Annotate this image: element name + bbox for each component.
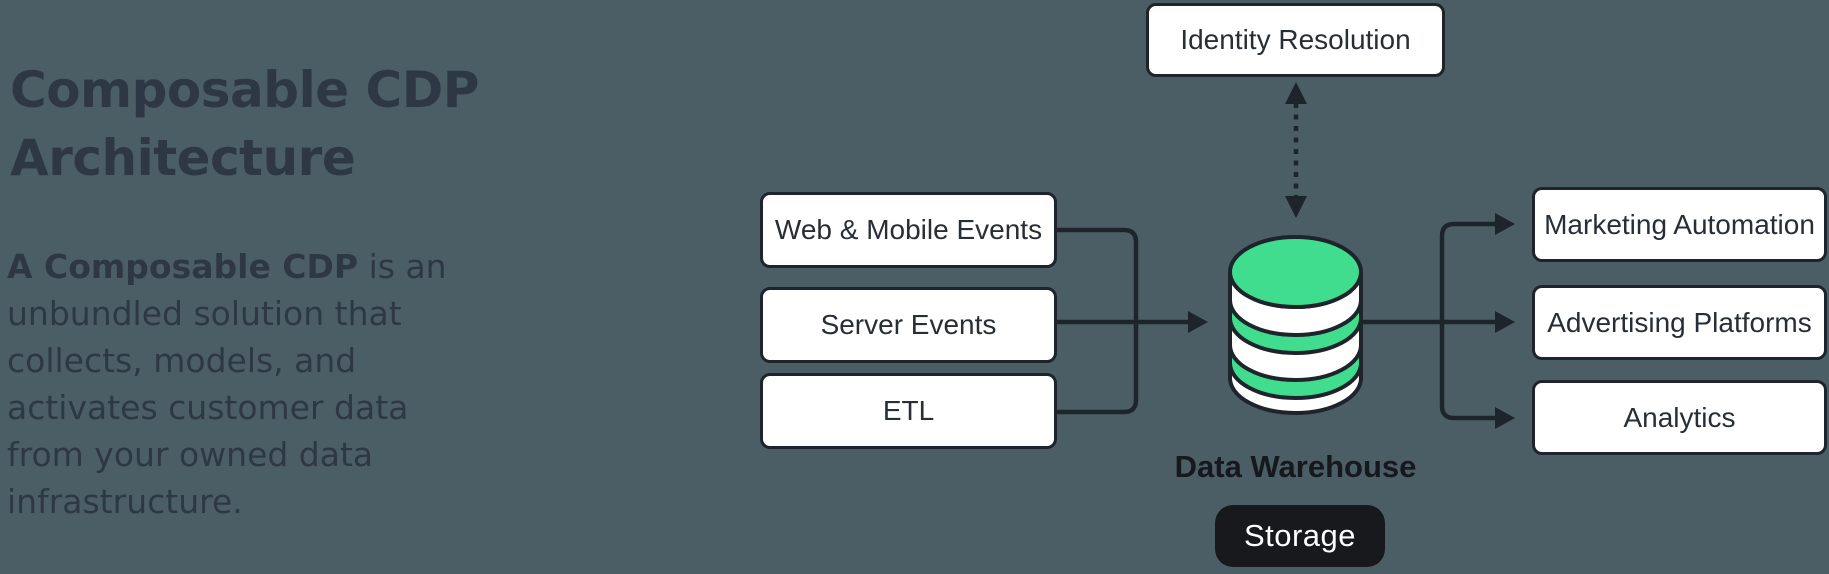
data-warehouse-label: Data Warehouse [1174,449,1417,484]
storage-badge: Storage [1215,505,1385,567]
page-title: Composable CDP Architecture [10,56,479,192]
identity-resolution-label: Identity Resolution [1180,24,1411,55]
intro-lead-bold: A Composable CDP [7,247,359,286]
warehouse-input-arrowhead [1188,311,1208,333]
marketing-arrowhead [1495,213,1515,235]
source-node-web-mobile-events: Web & Mobile Events [760,192,1057,268]
source-node-server-events: Server Events [760,287,1057,363]
destination-label: Analytics [1623,401,1736,433]
up-branch-wire [1439,221,1497,322]
intro-line: from your owned data [7,435,374,474]
identity-warehouse-connector [1285,82,1307,218]
intro-line-lead: A Composable CDP is an [7,243,447,290]
source-node-etl: ETL [760,373,1057,449]
down-arrowhead [1285,196,1307,218]
intro-paragraph: A Composable CDP is an unbundled solutio… [7,243,447,525]
identity-resolution-node: Identity Resolution [1146,3,1445,77]
destination-node-advertising-platforms: Advertising Platforms [1532,285,1827,360]
page-title-line-2: Architecture [10,129,356,187]
up-arrowhead [1285,82,1307,104]
database-band-lower [1228,344,1363,400]
merge-wire [1057,227,1139,415]
advertising-arrowhead [1495,311,1515,333]
down-branch-wire [1439,322,1497,421]
destination-label: Marketing Automation [1544,208,1815,240]
destination-node-marketing-automation: Marketing Automation [1532,187,1827,262]
intro-line: unbundled solution that [7,294,402,333]
page-title-line-1: Composable CDP [10,61,479,119]
destination-label: Advertising Platforms [1547,306,1812,338]
database-top-cap [1228,235,1363,309]
intro-line: collects, models, and [7,341,357,380]
analytics-arrowhead [1495,407,1515,429]
source-label: ETL [882,395,935,426]
database-band-upper [1228,299,1363,355]
database-body [1228,271,1363,415]
source-merge-connector [1057,227,1208,415]
source-label: Web & Mobile Events [774,214,1043,245]
storage-badge-label: Storage [1243,518,1357,553]
intro-line: infrastructure. [7,482,243,521]
intro-line: activates customer data [7,388,409,427]
database-icon [1228,235,1363,415]
intro-lead-rest: is an [358,247,447,286]
destination-fanout-connector [1361,213,1515,429]
source-label: Server Events [820,309,997,340]
destination-node-analytics: Analytics [1532,380,1827,455]
